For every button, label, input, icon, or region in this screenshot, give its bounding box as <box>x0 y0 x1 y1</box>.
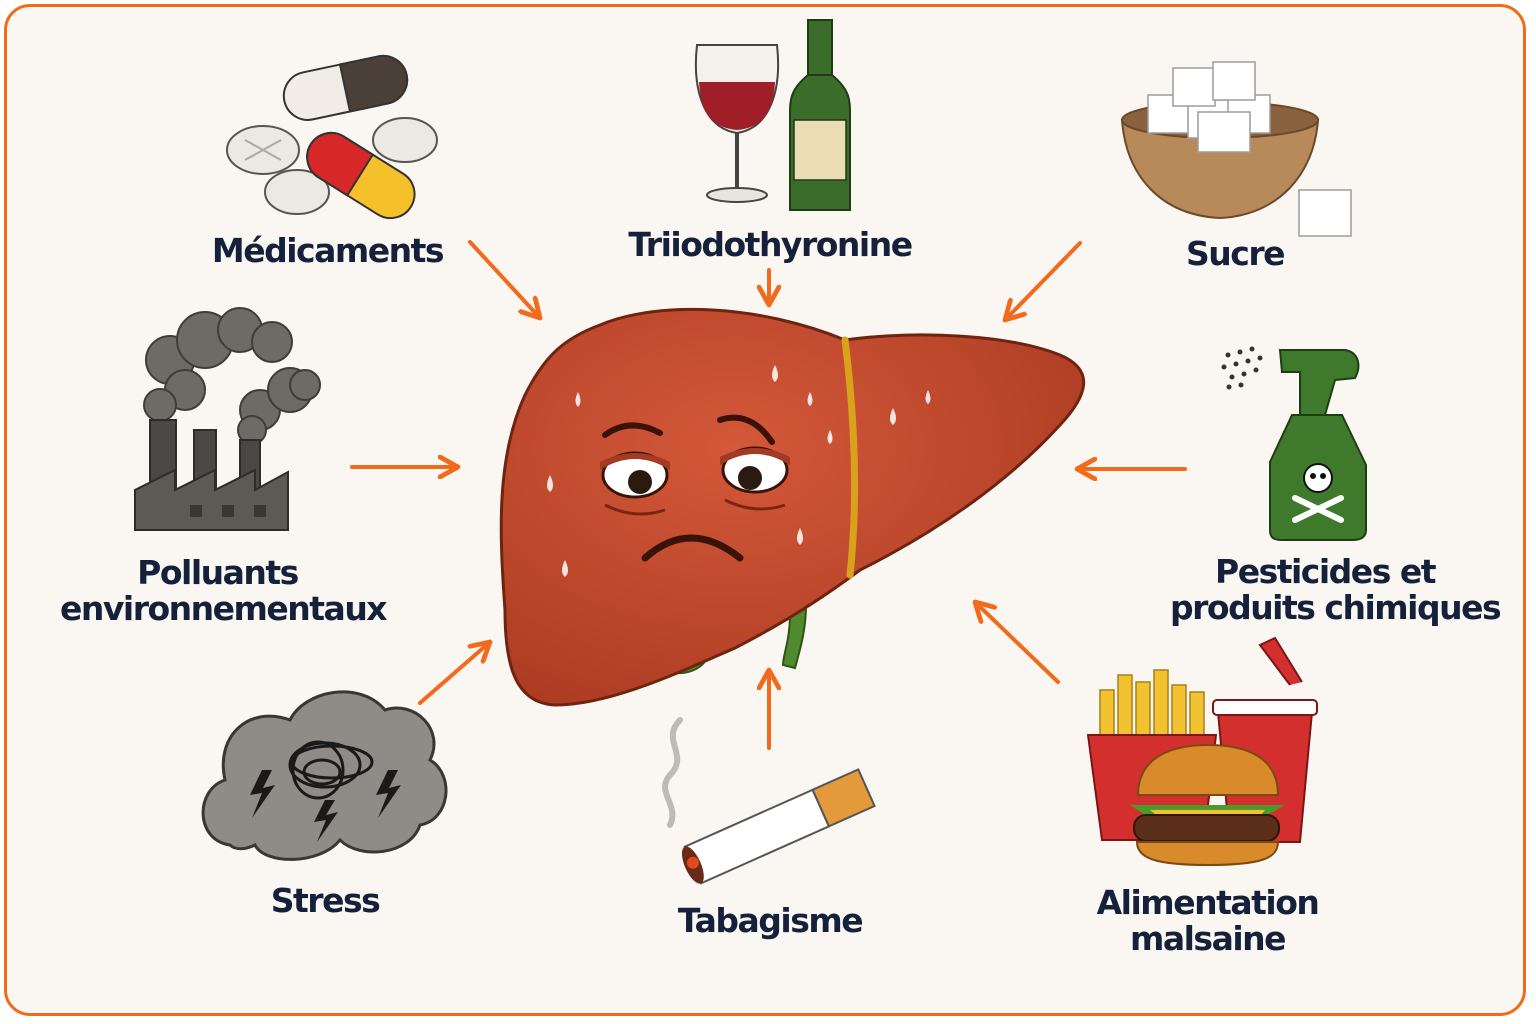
arrow-medications <box>468 240 540 318</box>
sad-sweating-liver-icon <box>499 307 1086 707</box>
label-medications: Médicaments <box>211 231 445 270</box>
arrow-stress <box>418 642 490 705</box>
label-junk-food-line2: malsaine <box>1129 919 1287 958</box>
cigarette-icon <box>662 717 876 885</box>
label-junk-food: Alimentation malsaine <box>1085 885 1330 957</box>
factory-smoke-icon <box>134 307 321 531</box>
label-sugar: Sucre <box>1186 234 1285 273</box>
label-smoking: Tabagisme <box>677 901 864 940</box>
label-pesticides-line1: Pesticides et <box>1215 552 1436 591</box>
label-pollutants: Polluants environnementaux <box>60 553 388 628</box>
label-pollutants-line1: Polluants <box>137 553 299 592</box>
label-pesticides: Pesticides et produits chimiques <box>1170 552 1502 627</box>
label-triiodothyronine: Triiodothyronine <box>628 225 913 264</box>
arrow-junk-food <box>975 602 1060 684</box>
label-pollutants-line2: environnementaux <box>60 589 388 628</box>
label-pesticides-line2: produits chimiques <box>1170 588 1502 627</box>
storm-cloud-icon <box>201 690 448 861</box>
toxic-spray-bottle-icon <box>1221 346 1367 541</box>
label-junk-food-line1: Alimentation <box>1096 883 1320 922</box>
pills-icon <box>226 54 438 220</box>
label-stress: Stress <box>270 881 381 920</box>
fast-food-icon <box>1086 636 1318 867</box>
sugar-bowl-icon <box>1120 61 1352 237</box>
wine-glass-bottle-icon <box>694 19 851 211</box>
arrow-sugar <box>1005 241 1082 320</box>
